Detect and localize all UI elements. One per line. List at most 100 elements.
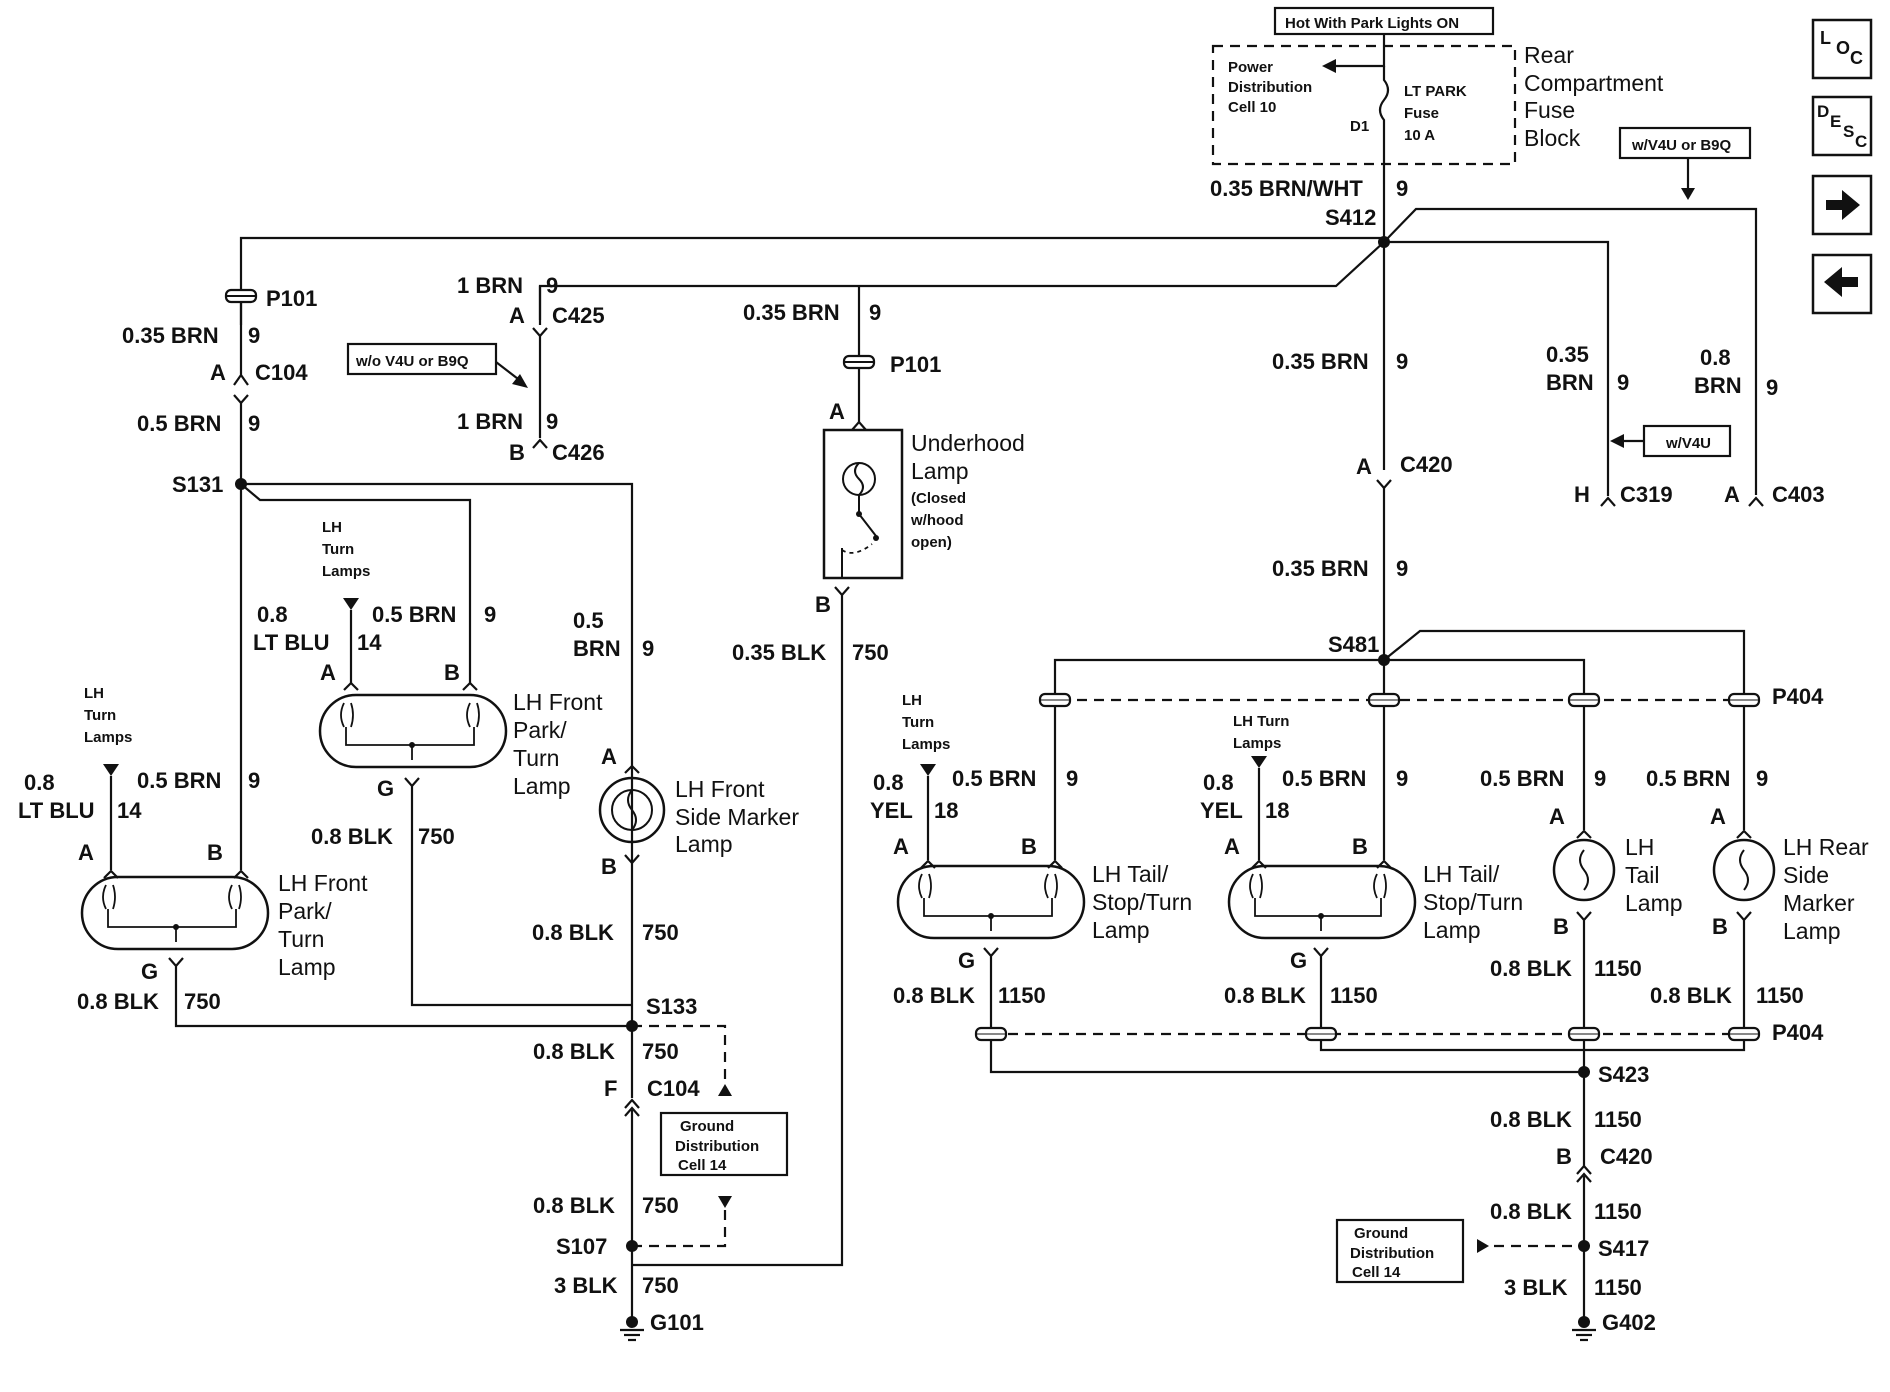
diagram-label: 0.35 BRN — [1272, 349, 1369, 374]
diagram-label: 0.8 BLK — [77, 989, 159, 1014]
lh-front-park-turn-lamp-lower — [80, 875, 270, 951]
description-button[interactable]: D E S C — [1811, 95, 1873, 157]
diagram-label: 0.5 BRN — [1646, 766, 1730, 791]
diagram-label: Lamps — [84, 729, 132, 746]
diagram-label: 0.8 BLK — [1490, 1199, 1572, 1224]
diagram-label: H — [1574, 482, 1590, 507]
diagram-label: 0.35 BLK — [732, 640, 826, 665]
diagram-label: O — [1836, 38, 1850, 58]
diagram-label: S423 — [1598, 1062, 1649, 1087]
diagram-label: LH Rear — [1783, 834, 1869, 860]
diagram-label: 9 — [248, 768, 260, 793]
diagram-label: Fuse — [1404, 105, 1439, 122]
diagram-label: Distribution — [1350, 1245, 1434, 1262]
diagram-label: S481 — [1328, 632, 1379, 657]
location-button[interactable]: L O C — [1811, 18, 1873, 80]
diagram-label: S133 — [646, 994, 697, 1019]
diagram-label: 0.8 BLK — [533, 1039, 615, 1064]
diagram-label: 0.5 BRN — [137, 411, 221, 436]
diagram-label: 9 — [1066, 766, 1078, 791]
lh-front-side-marker-lamp — [598, 776, 666, 844]
diagram-label: B — [815, 592, 831, 617]
diagram-label: BRN — [1694, 373, 1742, 398]
diagram-label: BRN — [1546, 370, 1594, 395]
diagram-label: 750 — [642, 1273, 679, 1298]
diagram-label: Side Marker — [675, 804, 799, 830]
fuse-block-title: Rear Compartment Fuse Block — [1524, 42, 1664, 151]
diagram-label: LH — [902, 692, 922, 709]
diagram-label: 0.8 BLK — [1490, 1107, 1572, 1132]
diagram-label: G101 — [650, 1310, 704, 1335]
diagram-label: A — [210, 360, 226, 385]
diagram-label: BRN — [573, 636, 621, 661]
diagram-label: G — [377, 776, 394, 801]
diagram-label: 0.8 — [1700, 345, 1731, 370]
diagram-label: Lamp — [1092, 917, 1150, 943]
diagram-label: A — [1356, 454, 1372, 479]
diagram-label: L — [1820, 28, 1831, 48]
diagram-label: w/hood — [910, 512, 964, 529]
note-wo-v4u: w/o V4U or B9Q — [346, 342, 498, 376]
diagram-label: C426 — [552, 440, 605, 465]
diagram-label: LT BLU — [253, 630, 330, 655]
diagram-label: C425 — [552, 303, 605, 328]
diagram-label: Lamps — [1233, 735, 1281, 752]
fuse-block-outline — [1211, 44, 1517, 166]
diagram-label: P101 — [266, 286, 317, 311]
diagram-label: LH Front — [278, 870, 368, 896]
diagram-label: LH — [322, 519, 342, 536]
diagram-label: 9 — [1617, 370, 1629, 395]
connector-p101-underhood — [842, 354, 876, 370]
diagram-label: A — [1710, 804, 1726, 829]
diagram-label: B — [1556, 1144, 1572, 1169]
diagram-label: LT BLU — [18, 798, 95, 823]
diagram-label: 0.5 BRN — [372, 602, 456, 627]
diagram-label: LH Front — [513, 689, 603, 715]
diagram-label: 9 — [1396, 556, 1408, 581]
ground-distribution-note-right: Ground Distribution Cell 14 — [1335, 1218, 1465, 1284]
diagram-label: S417 — [1598, 1236, 1649, 1261]
diagram-label: P404 — [1772, 1020, 1824, 1045]
diagram-label: 9 — [1766, 375, 1778, 400]
diagram-label: 0.5 BRN — [952, 766, 1036, 791]
diagram-label: w/o V4U or B9Q — [355, 353, 469, 370]
diagram-label: 0.35 BRN — [122, 323, 219, 348]
ground-distribution-note-left: Ground Distribution Cell 14 — [659, 1111, 789, 1177]
diagram-label: C403 — [1772, 482, 1825, 507]
diagram-label: S — [1843, 122, 1854, 141]
diagram-label: 750 — [642, 1039, 679, 1064]
diagram-label: Turn — [278, 926, 324, 952]
arrow-right-icon — [1826, 190, 1860, 220]
diagram-label: YEL — [870, 798, 913, 823]
diagram-label: C — [1850, 48, 1863, 68]
diagram-label: A — [1549, 804, 1565, 829]
diagram-label: A — [1224, 834, 1240, 859]
diagram-label: Lamps — [902, 736, 950, 753]
diagram-label: 1150 — [1330, 983, 1378, 1008]
diagram-label: LH Front — [675, 776, 765, 802]
connector-p101-left — [224, 288, 258, 304]
diagram-label: 1150 — [1756, 983, 1804, 1008]
prev-page-button[interactable] — [1811, 253, 1873, 315]
diagram-label: 9 — [1396, 349, 1408, 374]
diagram-label: 9 — [484, 602, 496, 627]
diagram-label: Underhood — [911, 430, 1025, 456]
diagram-label: 750 — [418, 824, 455, 849]
diagram-label: Fuse — [1524, 97, 1575, 123]
diagram-label: Lamp — [675, 831, 733, 857]
diagram-label: 9 — [1396, 176, 1408, 201]
next-page-button[interactable] — [1811, 174, 1873, 236]
diagram-label: 0.5 BRN — [137, 768, 221, 793]
diagram-label: 0.35 BRN — [1272, 556, 1369, 581]
diagram-label: 0.8 BLK — [533, 1193, 615, 1218]
diagram-label: 14 — [117, 798, 142, 823]
diagram-label: LT PARK — [1404, 83, 1467, 100]
diagram-label: A — [829, 399, 845, 424]
note-w-v4u-b9q: w/V4U or B9Q — [1618, 126, 1752, 160]
diagram-label: A — [893, 834, 909, 859]
diagram-label: Power — [1228, 59, 1273, 76]
diagram-label: Lamp — [278, 954, 336, 980]
connector-p404-lower — [974, 1026, 1761, 1042]
note-w-v4u: w/V4U — [1642, 424, 1732, 458]
